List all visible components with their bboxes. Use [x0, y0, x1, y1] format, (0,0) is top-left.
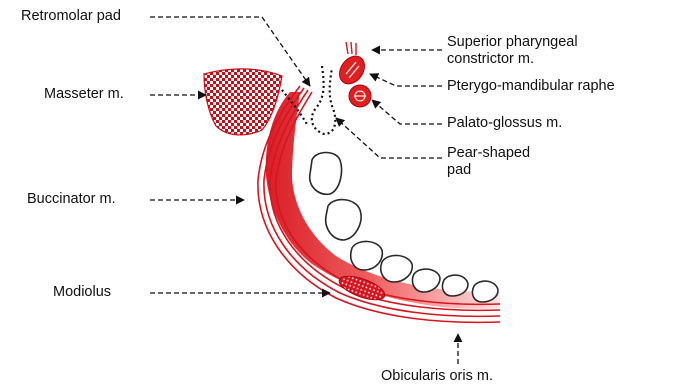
label-retromolar-pad: Retromolar pad	[21, 8, 121, 25]
superior-pharyngeal-constrictor	[334, 51, 369, 88]
leader-pear-shaped	[336, 118, 442, 158]
label-superior-pharyngeal-line1: Superior pharyngeal	[447, 34, 578, 51]
label-pear-shaped-line2: pad	[447, 162, 471, 179]
constrictor-fibers	[346, 42, 356, 55]
masseter-muscle	[204, 69, 282, 135]
label-pterygo-mandibular-raphe: Pterygo-mandibular raphe	[447, 78, 615, 95]
tooth	[472, 281, 498, 302]
tooth	[412, 269, 440, 292]
tooth	[351, 241, 383, 270]
tooth	[310, 153, 342, 195]
label-pear-shaped-line1: Pear-shaped	[447, 145, 530, 162]
label-palato-glossus: Palato-glossus m.	[447, 115, 562, 132]
label-buccinator: Buccinator m.	[27, 191, 116, 208]
label-modiolus: Modiolus	[53, 284, 111, 301]
leader-pterygo-mandibular	[370, 74, 442, 86]
leader-palato-glossus	[372, 100, 442, 124]
tooth	[442, 275, 468, 296]
tooth	[381, 255, 413, 282]
label-superior-pharyngeal-line2: constrictor m.	[447, 51, 534, 68]
label-obicularis-oris: Obicularis oris m.	[381, 368, 493, 385]
label-masseter: Masseter m.	[44, 86, 124, 103]
